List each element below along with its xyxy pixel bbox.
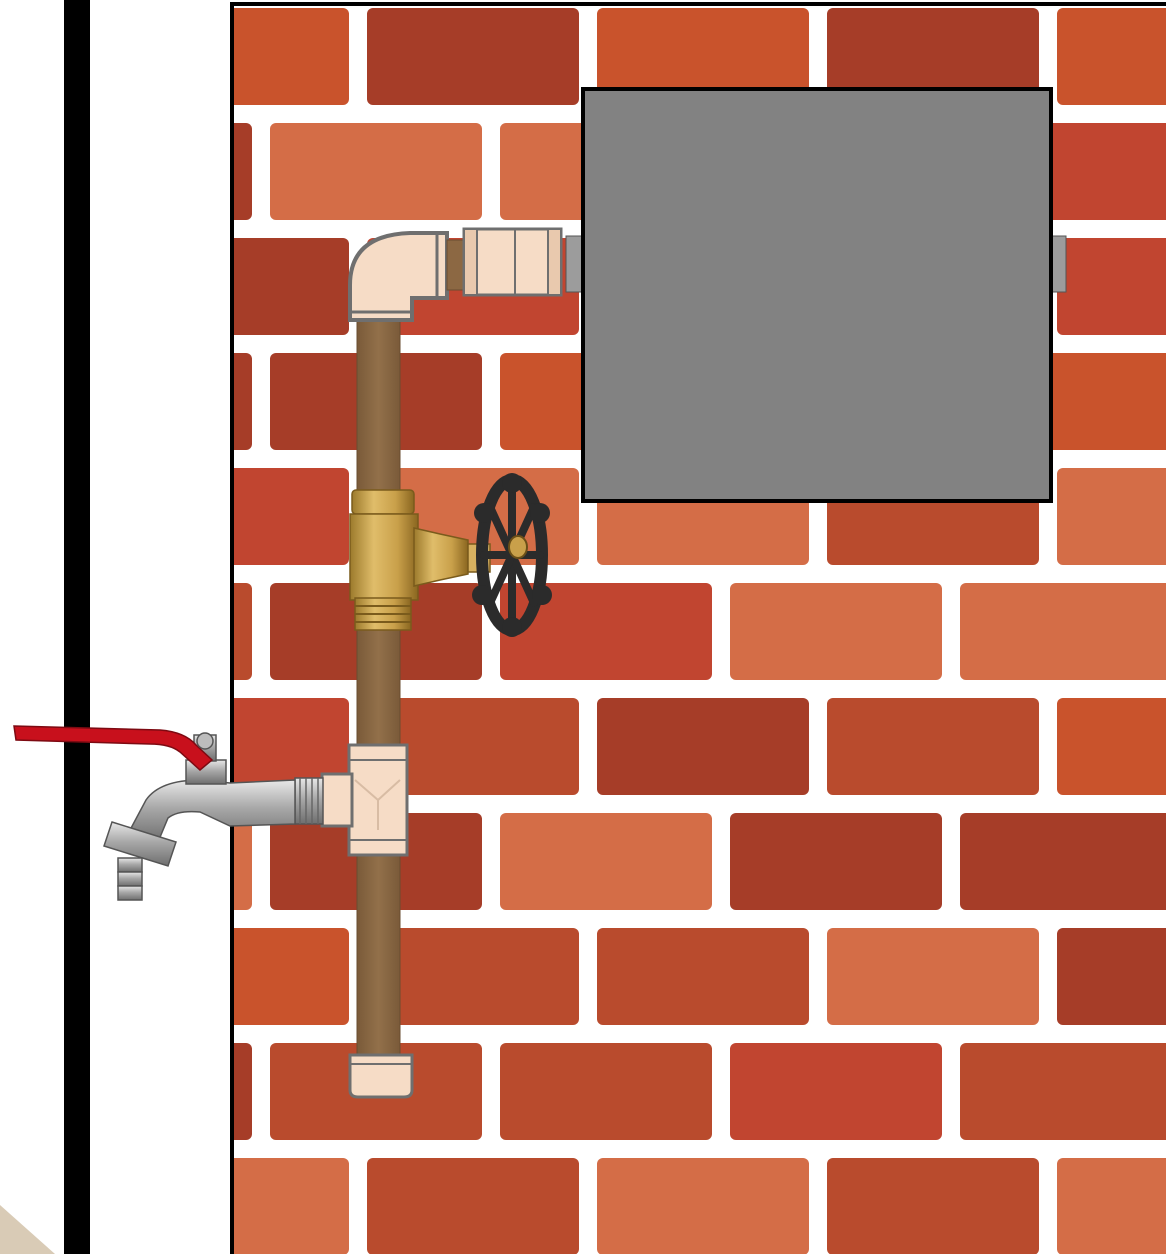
brick [233,238,349,335]
brick [0,698,119,795]
brick [0,583,22,680]
end-cap-fitting [348,1053,414,1099]
horizontal-pipe-stub [446,239,466,291]
brick [597,8,809,105]
tee-fitting [320,743,409,857]
brick [0,8,119,105]
brick [0,123,22,220]
brick [597,698,809,795]
brick [960,583,1166,680]
vertical-pipe [356,317,401,1059]
brick [233,468,349,565]
brick [233,353,252,450]
brick [960,813,1166,910]
brick [1057,468,1166,565]
brick [597,928,809,1025]
brick [500,813,712,910]
brick [1057,8,1166,105]
brick [0,468,119,565]
brick [827,698,1039,795]
brick [270,123,482,220]
brick [730,1043,942,1140]
brick [367,698,579,795]
brick [233,698,349,795]
brick [0,928,119,1025]
brick [233,928,349,1025]
grey-box [565,87,1067,503]
brick [0,813,22,910]
brick [730,813,942,910]
elbow-fitting [348,231,449,322]
brick [1057,238,1166,335]
vertical-black-post [64,0,90,1254]
brick [0,238,119,335]
brick [367,928,579,1025]
brick [233,8,349,105]
brick [827,8,1039,105]
wall-outline [230,2,1166,1254]
handwheel [472,473,552,637]
outdoor-tap [13,725,324,901]
brick [367,8,579,105]
brick [367,1158,579,1254]
brick [0,1043,22,1140]
brick [233,1043,252,1140]
brick [827,1158,1039,1254]
brick [1057,1158,1166,1254]
brick [1057,928,1166,1025]
brick [597,1158,809,1254]
brick [500,1043,712,1140]
brick [960,1043,1166,1140]
brick [233,583,252,680]
brick [730,583,942,680]
brick [233,813,252,910]
floor-fragment [0,1205,55,1254]
brick [500,583,712,680]
brick [233,123,252,220]
brick [1057,698,1166,795]
coupling-fitting [462,227,563,297]
brick [0,353,22,450]
brick [827,928,1039,1025]
brick [233,1158,349,1254]
